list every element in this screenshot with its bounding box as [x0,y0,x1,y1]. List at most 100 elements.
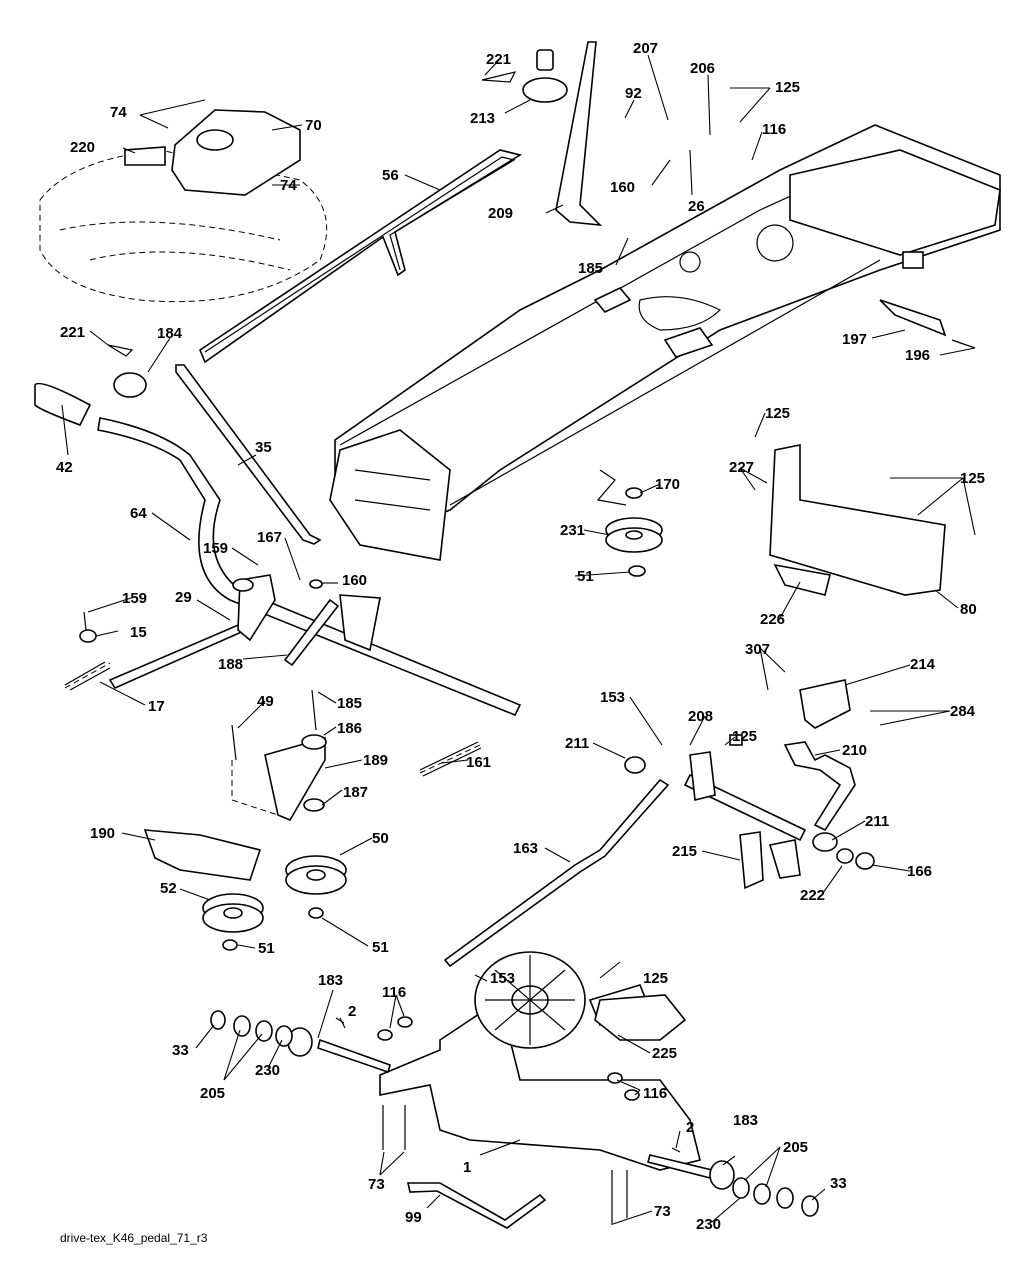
callout-2-right: 2 [686,1119,694,1136]
callout-33-right: 33 [830,1175,847,1192]
callout-2-left: 2 [348,1003,356,1020]
callout-153-bottom: 153 [490,970,515,987]
callout-221-top: 221 [486,51,511,68]
callout-208: 208 [688,708,713,725]
callout-197: 197 [842,331,867,348]
pulley-231 [596,469,663,577]
transaxle [287,951,735,1190]
callout-188: 188 [218,656,243,673]
callout-185-top: 185 [578,260,603,277]
callout-189: 189 [363,752,388,769]
callout-183-left: 183 [318,972,343,989]
callout-196: 196 [905,347,930,364]
callout-125-bottom: 125 [643,970,668,987]
callout-225: 225 [652,1045,677,1062]
callout-230-left: 230 [255,1062,280,1079]
plate-190 [143,829,262,881]
callout-167: 167 [257,529,282,546]
rod-163 [443,778,670,968]
pivot-bracket [232,574,381,652]
callout-187: 187 [343,784,368,801]
callout-116-right: 116 [643,1085,667,1102]
pulley-52 [202,893,264,951]
callout-116-top: 116 [762,121,786,138]
link-rod-29 [64,611,257,691]
hood-assembly [39,109,328,303]
rod-99 [407,1182,547,1229]
callout-leaders [61,54,976,1225]
callout-159-b: 159 [122,590,147,607]
callout-161: 161 [466,754,491,771]
callout-50: 50 [372,830,389,847]
callout-29: 29 [175,589,192,606]
lift-lever [34,382,522,717]
pedal-assembly [624,679,875,890]
callout-159-a: 159 [203,540,228,557]
callout-56: 56 [382,167,399,184]
callout-42: 42 [56,459,73,476]
chassis-frame [329,124,1001,561]
callout-51-b: 51 [258,940,275,957]
callout-160-top: 160 [610,179,635,196]
callout-125-pedal: 125 [732,728,757,745]
callout-205-left: 205 [200,1085,225,1102]
callout-190: 190 [90,825,115,842]
callout-74-a: 74 [110,104,127,121]
idler-bracket [231,689,327,822]
callout-15: 15 [130,624,147,641]
callout-49: 49 [257,693,274,710]
callout-166: 166 [907,863,932,880]
callout-221-left: 221 [60,324,85,341]
callout-73-left: 73 [368,1176,385,1193]
callout-183-right: 183 [733,1112,758,1129]
lever-rod [555,41,603,227]
washers-right [732,1177,819,1217]
callout-226: 226 [760,611,785,628]
washers-left [210,1010,293,1047]
diagram-caption: drive-tex_K46_pedal_71_r3 [60,1231,208,1245]
callout-64: 64 [130,505,147,522]
callout-163: 163 [513,840,538,857]
callout-153-mid: 153 [600,689,625,706]
bracket-225 [594,994,687,1041]
callout-125-right: 125 [960,470,985,487]
callout-211-right: 211 [865,813,889,830]
callout-74-b: 74 [280,177,297,194]
callout-51-c: 51 [372,939,389,956]
callout-215: 215 [672,843,697,860]
callout-209: 209 [488,205,513,222]
callout-26: 26 [688,198,705,215]
callout-222: 222 [800,887,825,904]
callout-231: 231 [560,522,585,539]
drive-belt [199,149,523,364]
lever-knob [107,344,147,398]
cover-plate [769,444,946,596]
callout-170: 170 [655,476,680,493]
callout-73-right: 73 [654,1203,671,1220]
callout-116-left: 116 [382,984,406,1001]
callout-125-top: 125 [775,79,800,96]
callout-80: 80 [960,601,977,618]
callout-205-right: 205 [783,1139,808,1156]
callout-35: 35 [255,439,272,456]
callout-211-left: 211 [565,735,589,752]
callout-17: 17 [148,698,165,715]
rod-188 [283,598,340,667]
rod-35 [175,364,322,545]
callout-284: 284 [950,703,976,720]
callout-206: 206 [690,60,715,77]
pulley-50 [285,855,347,919]
knob-parts [481,49,568,103]
callout-labels: 221 213 207 206 125 92 74 70 220 74 56 1… [56,40,985,1233]
callout-184: 184 [157,325,183,342]
callout-52: 52 [160,880,177,897]
callout-214: 214 [910,656,936,673]
callout-33-left: 33 [172,1042,189,1059]
callout-210: 210 [842,742,867,759]
callout-220: 220 [70,139,95,156]
callout-207: 207 [633,40,658,57]
callout-230-right: 230 [696,1216,721,1233]
rod-bracket [879,299,976,349]
callout-99: 99 [405,1209,422,1226]
